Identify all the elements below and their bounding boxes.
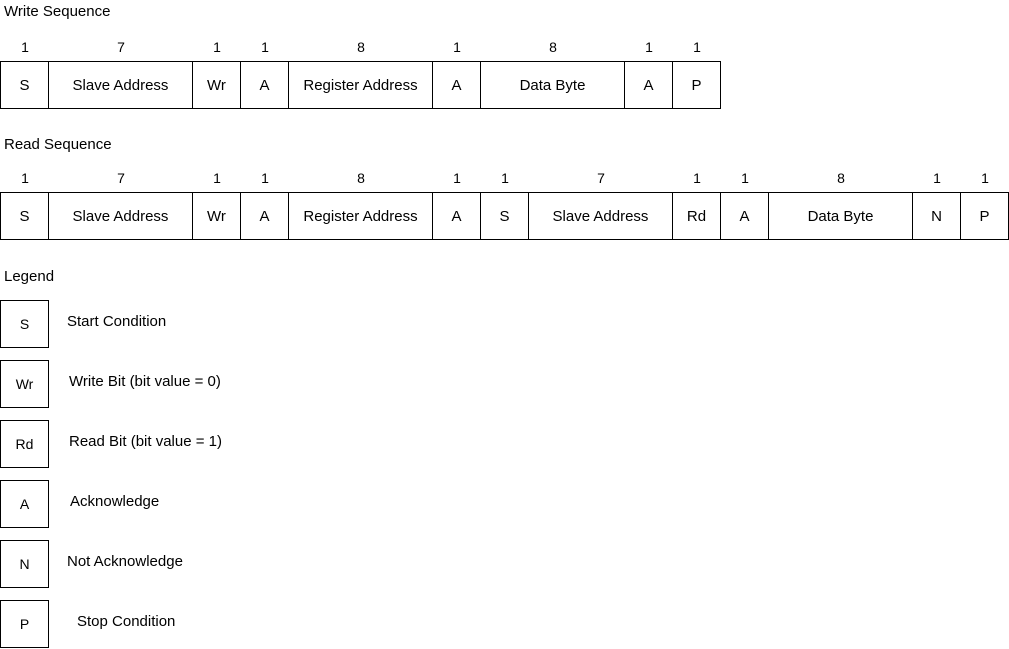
legend-description: Start Condition — [67, 313, 167, 330]
bit-width-label: 8 — [357, 39, 365, 55]
legend-symbol: P — [0, 600, 49, 648]
field-slave-address: Slave Address — [48, 192, 193, 240]
legend-title: Legend — [4, 268, 55, 285]
legend-symbol: Wr — [0, 360, 49, 408]
bit-width-label: 7 — [117, 170, 125, 186]
bit-width-label: 1 — [213, 39, 221, 55]
field-a: A — [240, 61, 289, 109]
bit-width-label: 1 — [981, 170, 989, 186]
legend-item: S Start Condition — [0, 300, 400, 348]
field-a: A — [240, 192, 289, 240]
legend-symbol: Rd — [0, 420, 49, 468]
legend-description: Write Bit (bit value = 0) — [69, 373, 221, 390]
legend-symbol: A — [0, 480, 49, 528]
legend-description: Stop Condition — [77, 613, 176, 630]
bit-width-label: 7 — [597, 170, 605, 186]
bit-width-label: 1 — [453, 170, 461, 186]
field-a: A — [624, 61, 673, 109]
legend-item: Wr Write Bit (bit value = 0) — [0, 360, 400, 408]
field-a: A — [720, 192, 769, 240]
field-n: N — [912, 192, 961, 240]
bit-width-label: 1 — [741, 170, 749, 186]
field-rd: Rd — [672, 192, 721, 240]
field-a: A — [432, 61, 481, 109]
field-s: S — [0, 192, 49, 240]
legend-description: Read Bit (bit value = 1) — [69, 433, 222, 450]
bit-width-label: 1 — [453, 39, 461, 55]
legend-description: Not Acknowledge — [67, 553, 183, 570]
field-register-address: Register Address — [288, 192, 433, 240]
field-s: S — [480, 192, 529, 240]
bit-width-label: 1 — [693, 39, 701, 55]
bit-width-label: 1 — [261, 170, 269, 186]
legend-symbol: N — [0, 540, 49, 588]
field-p: P — [672, 61, 721, 109]
field-data-byte: Data Byte — [768, 192, 913, 240]
legend-description: Acknowledge — [70, 493, 160, 510]
bit-width-label: 1 — [21, 39, 29, 55]
write-sequence-title: Write Sequence — [4, 3, 111, 20]
field-slave-address: Slave Address — [528, 192, 673, 240]
bit-width-label: 7 — [117, 39, 125, 55]
bit-width-label: 1 — [261, 39, 269, 55]
bit-width-label: 8 — [357, 170, 365, 186]
field-wr: Wr — [192, 192, 241, 240]
field-register-address: Register Address — [288, 61, 433, 109]
bit-width-label: 8 — [837, 170, 845, 186]
bit-width-label: 8 — [549, 39, 557, 55]
bit-width-label: 1 — [645, 39, 653, 55]
field-data-byte: Data Byte — [480, 61, 625, 109]
field-p: P — [960, 192, 1009, 240]
field-a: A — [432, 192, 481, 240]
legend-item: Rd Read Bit (bit value = 1) — [0, 420, 400, 468]
legend-item: P Stop Condition — [0, 600, 400, 648]
field-wr: Wr — [192, 61, 241, 109]
field-s: S — [0, 61, 49, 109]
legend-item: N Not Acknowledge — [0, 540, 400, 588]
bit-width-label: 1 — [21, 170, 29, 186]
bit-width-label: 1 — [693, 170, 701, 186]
bit-width-label: 1 — [213, 170, 221, 186]
read-sequence-title: Read Sequence — [4, 136, 112, 153]
bit-width-label: 1 — [933, 170, 941, 186]
legend-symbol: S — [0, 300, 49, 348]
bit-width-label: 1 — [501, 170, 509, 186]
field-slave-address: Slave Address — [48, 61, 193, 109]
legend-item: A Acknowledge — [0, 480, 400, 528]
